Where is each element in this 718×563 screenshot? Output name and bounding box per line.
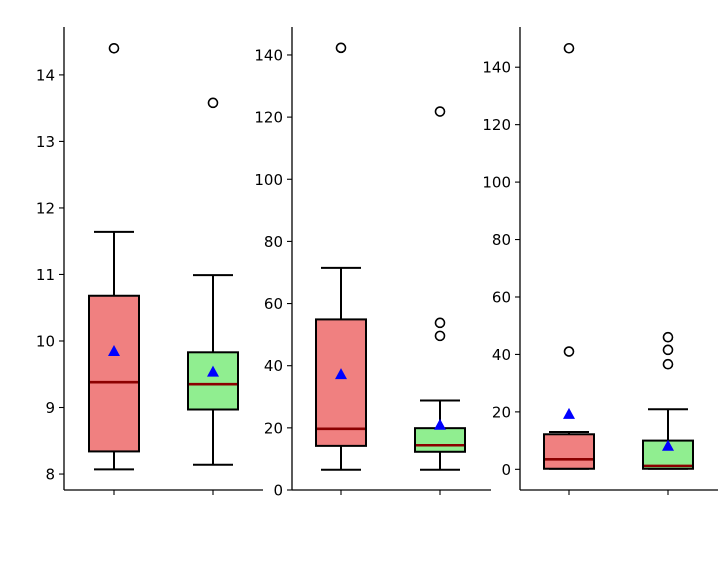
y-tick-label: 60 [492, 288, 511, 306]
outlier-point [662, 358, 674, 370]
y-tick-label: 100 [482, 174, 511, 192]
y-tick-label: 60 [264, 295, 283, 313]
mean-marker [335, 368, 347, 380]
y-tick-label: 140 [254, 46, 283, 64]
box-group-2 [187, 97, 239, 495]
y-tick-label: 20 [492, 403, 511, 421]
outlier-point [434, 317, 446, 329]
subplot-2: 0 20 40 60 80 100 120 140 [254, 27, 491, 500]
y-tick-label: 12 [36, 199, 55, 217]
y-tick-label: 40 [264, 357, 283, 375]
box-group-2 [642, 331, 694, 495]
y-tick-label: 10 [36, 332, 55, 350]
y-tick-label: 140 [482, 59, 511, 77]
iqr-box [543, 433, 595, 470]
outlier-point [434, 330, 446, 342]
box-group-1 [88, 42, 140, 495]
outlier-point [207, 97, 219, 109]
y-tick-label: 0 [273, 482, 283, 500]
y-tick-label: 20 [264, 419, 283, 437]
outlier-point [662, 344, 674, 356]
box-group-2 [414, 106, 466, 495]
y-tick-label: 40 [492, 346, 511, 364]
y-tick-label: 120 [254, 109, 283, 127]
outlier-point [108, 42, 120, 54]
y-tick-label: 9 [45, 399, 55, 417]
y-tick-label: 13 [36, 133, 55, 151]
mean-marker [662, 439, 674, 451]
outlier-point [563, 42, 575, 54]
y-tick-label: 11 [36, 266, 55, 284]
outlier-point [662, 331, 674, 343]
subplot-3: 0 20 40 60 80 100 120 140 [482, 27, 718, 495]
outlier-point [563, 346, 575, 357]
mean-marker [108, 344, 120, 356]
y-tick-label: 80 [492, 231, 511, 249]
y-tick-label: 120 [482, 116, 511, 134]
iqr-box [414, 427, 466, 453]
box-group-1 [543, 42, 595, 495]
y-tick-label: 0 [501, 461, 511, 479]
subplot-1: 8 9 10 11 12 13 14 [36, 27, 263, 495]
mean-marker [563, 407, 575, 419]
y-tick-label: 14 [36, 66, 55, 84]
mean-marker [207, 365, 219, 377]
y-tick-label: 80 [264, 233, 283, 251]
iqr-box [315, 318, 367, 447]
mean-marker [434, 418, 446, 430]
iqr-box [187, 351, 239, 411]
box-group-1 [315, 42, 367, 495]
outlier-point [335, 42, 347, 54]
outlier-point [434, 106, 446, 117]
y-tick-label: 8 [45, 466, 55, 484]
y-tick-label: 100 [254, 171, 283, 189]
iqr-box [88, 294, 140, 453]
